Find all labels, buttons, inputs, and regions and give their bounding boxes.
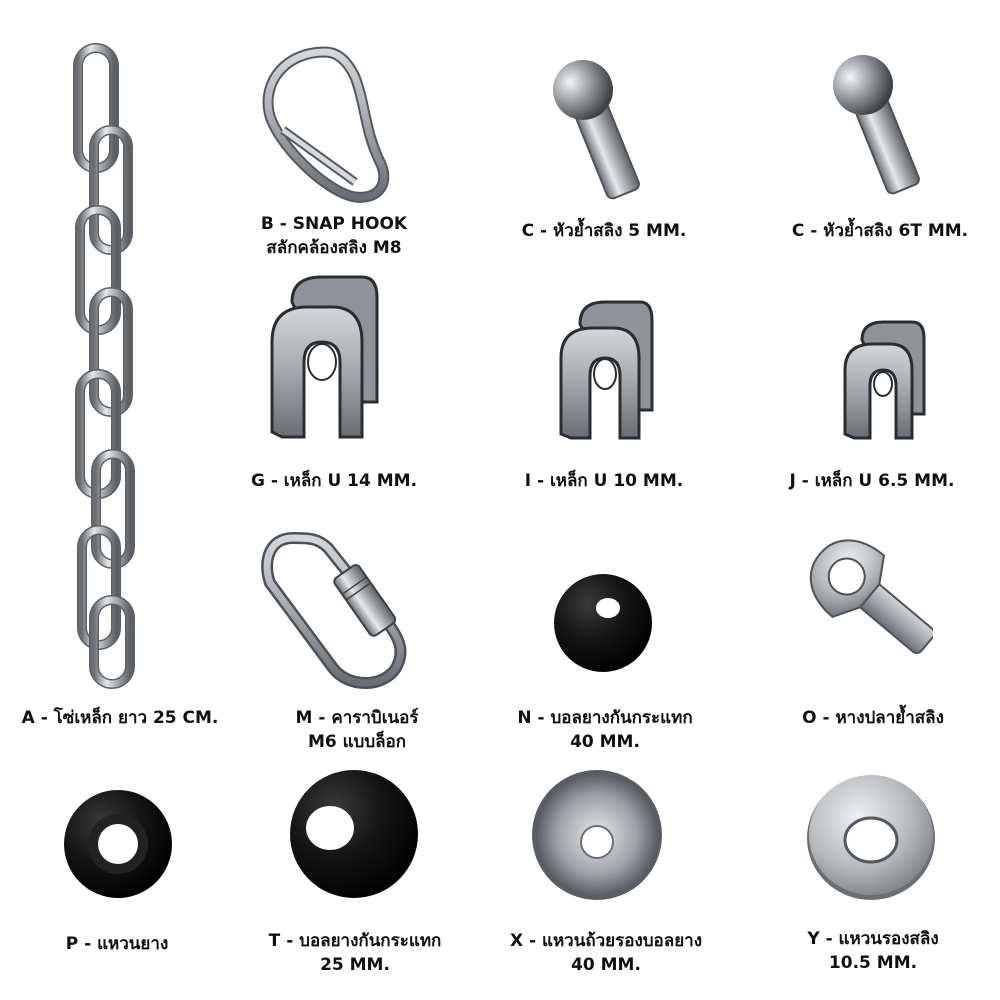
swage-head-5mm-image (552, 59, 640, 200)
item-t-label-line2: 25 MM. (320, 955, 390, 975)
item-g-label: G - เหล็ก U 14 MM. (250, 471, 418, 491)
item-o-label: O - หางปลาย้ำสลิง (802, 708, 944, 728)
item-m-label-line2: M6 แบบล็อก (307, 732, 407, 752)
u-steel-6-5mm-image (843, 320, 926, 440)
item-i-label: I - เหล็ก U 10 MM. (524, 471, 684, 491)
item-j-label: J - เหล็ก U 6.5 MM. (789, 471, 955, 491)
item-m-label-line1: M - คาราบิเนอร์ (295, 708, 419, 728)
snap-hook-image (262, 46, 390, 203)
rubber-ring-image (64, 790, 172, 898)
swage-head-6t-image (832, 54, 920, 195)
item-c2-label: C - หัวย้ำสลิง 6T MM. (791, 221, 969, 241)
eye-terminal-image (809, 539, 933, 655)
u-steel-10mm-image (559, 300, 654, 440)
washer-image (807, 775, 935, 900)
item-n-label-line2: 40 MM. (570, 732, 640, 752)
item-b-label-line1: B - SNAP HOOK (260, 214, 408, 234)
item-y-label-line1: Y - แหวนรองสลิง (807, 929, 939, 949)
chain-image (73, 43, 135, 689)
item-c1-label: C - หัวย้ำสลิง 5 MM. (521, 221, 687, 241)
item-a-label: A - โซ่เหล็ก ยาว 25 CM. (21, 708, 219, 728)
rubber-ball-40mm-image (554, 574, 652, 672)
cup-washer-image (532, 770, 662, 900)
item-x-label-line2: 40 MM. (571, 955, 641, 975)
item-x-label-line1: X - แหวนถ้วยรองบอลยาง (510, 931, 702, 951)
item-y-label-line2: 10.5 MM. (828, 953, 918, 973)
item-p-label: P - แหวนยาง (65, 934, 169, 954)
item-n-label-line1: N - บอลยางกันกระแทก (517, 708, 693, 728)
rubber-ball-25mm-image (290, 770, 418, 898)
u-steel-14mm-image (270, 275, 379, 439)
item-t-label-line1: T - บอลยางกันกระแทก (268, 931, 442, 951)
carabiner-image (261, 531, 407, 689)
item-b-label-line2: สลักคล้องสลิง M8 (266, 238, 402, 258)
